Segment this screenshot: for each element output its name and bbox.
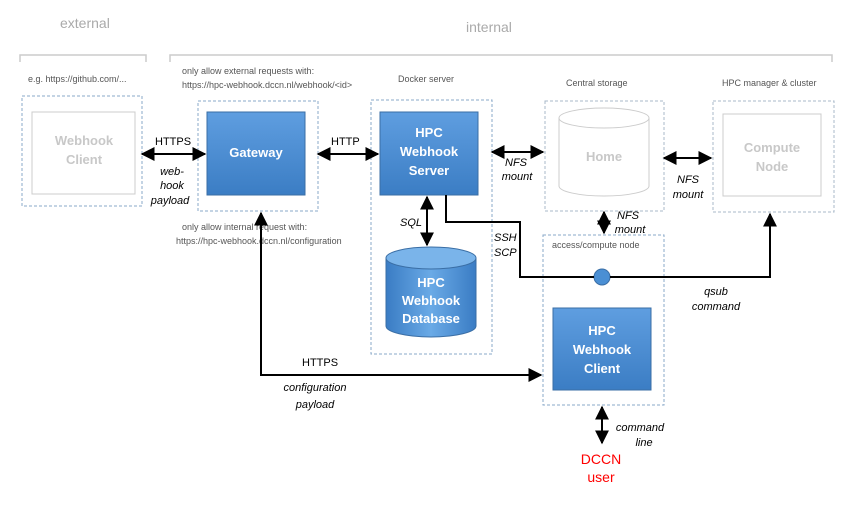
zone-label-internal: internal [466,19,512,35]
compute-node: Compute Node [722,113,822,197]
gateway-node: Gateway [206,111,306,196]
edge-label-nfs-compute-2: mount [673,189,705,201]
edge-label-ssh: SSH [494,232,517,244]
edge-label-nfs-compute-1: NFS [677,174,700,186]
database-label-3: Database [402,311,460,326]
edge-label-command-2: line [635,437,652,449]
caption-hpc-manager: HPC manager & cluster [722,78,817,88]
caption-docker-server: Docker server [398,74,454,84]
zone-bracket-internal [169,54,833,62]
edge-junction-compute [610,212,777,278]
webhook-client-label-1: Webhook [55,133,114,148]
webhook-client-label-2: Client [66,152,103,167]
edge-label-qsub-2: command [692,301,741,313]
caption-central-storage: Central storage [566,78,628,88]
compute-node-label-1: Compute [744,140,800,155]
edge-label-config-2: payload [295,399,335,411]
hpc-webhook-client-node: HPC Webhook Client [552,307,652,391]
home-label: Home [586,149,622,164]
edge-label-scp: SCP [494,247,517,259]
database-label-1: HPC [417,275,445,290]
edge-label-sql: SQL [400,217,422,229]
caption-access-node: access/compute node [552,240,640,250]
caption-gateway-external-1: only allow external requests with: [182,66,314,76]
server-label-2: Webhook [400,144,459,159]
hpc-client-label-1: HPC [588,323,616,338]
central-storage-container [544,100,665,212]
home-storage-node: Home [558,107,650,197]
edge-label-command-1: command [616,422,665,434]
edge-label-nfs-access-1: NFS [617,210,640,222]
hpc-webhook-server-node: HPC Webhook Server [379,111,479,196]
server-label-1: HPC [415,125,443,140]
edge-label-webhook-2: hook [160,180,184,192]
edge-label-webhook-1: web- [160,166,184,178]
compute-node-label-2: Node [756,159,789,174]
hpc-cluster-container [712,100,835,213]
edge-label-nfs-home-2: mount [502,171,534,183]
edge-label-webhook-3: payload [150,195,190,207]
server-label-3: Server [409,163,449,178]
edge-label-https-top: HTTPS [155,136,191,148]
edge-gateway-hpc-client [254,211,543,382]
caption-gateway-internal-1: only allow internal request with: [182,222,307,232]
webhook-client-node: Webhook Client [31,111,136,195]
hpc-client-label-3: Client [584,361,621,376]
caption-gateway-external-2: https://hpc-webhook.dccn.nl/webhook/<id> [182,80,352,90]
edge-label-https-bottom: HTTPS [302,357,338,369]
caption-external-example: e.g. https://github.com/... [28,74,127,84]
edge-label-http: HTTP [331,136,360,148]
dccn-user-label-2: user [587,469,615,485]
access-node-container [542,234,665,406]
zone-bracket-external [19,54,147,62]
caption-gateway-internal-2: https://hpc-webhook.dccn.nl/configuratio… [176,236,342,246]
database-label-2: Webhook [402,293,461,308]
ssh-junction-dot [593,268,611,286]
edge-label-nfs-access-2: mount [615,224,647,236]
edge-label-config-1: configuration [284,382,347,394]
gateway-label: Gateway [229,145,283,160]
hpc-client-label-2: Webhook [573,342,632,357]
dccn-user-label-1: DCCN [581,451,621,467]
edge-label-nfs-home-1: NFS [505,157,528,169]
zone-label-external: external [60,15,110,31]
hpc-webhook-database-node: HPC Webhook Database [385,246,477,338]
edge-label-qsub-1: qsub [704,286,728,298]
